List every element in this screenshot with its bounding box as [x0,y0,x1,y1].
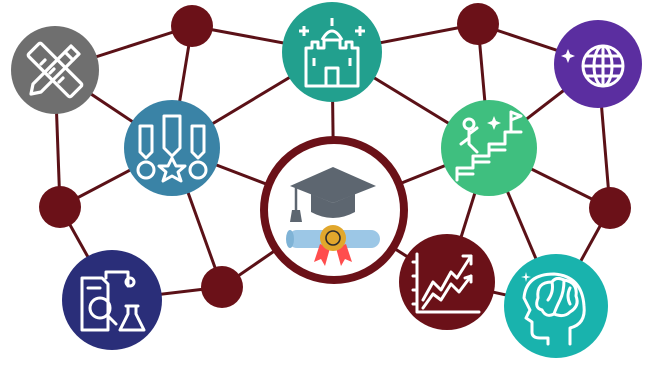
brain-head-node [504,254,608,358]
junction-nodes [39,3,631,308]
research-node [62,250,162,350]
globe-node [554,20,642,108]
junction-dot [201,266,243,308]
stairs-success-icon [455,110,523,182]
junction-dot [589,187,631,229]
growth-chart-icon [411,252,481,314]
research-lab-icon [80,270,146,332]
junction-dot [39,186,81,228]
cap-tassel [290,210,302,222]
castle-node [282,2,382,102]
sparkle-icon [561,49,575,63]
medals-icon [136,114,208,183]
castle-icon [299,18,365,88]
pencil-ruler-node [11,26,99,114]
junction-dot [171,5,213,47]
diploma-scroll-end [286,230,294,248]
junction-dot [457,3,499,45]
pencil-ruler-icon [26,41,84,99]
seal-medallion [320,225,346,251]
icon-nodes [11,2,642,358]
brain-head-icon [521,272,586,346]
medals-node [124,100,220,196]
seal-inner [325,230,341,246]
stairs-node [441,100,537,196]
seal-ribbon-left [314,244,330,266]
mortarboard [290,167,376,203]
globe-icon [581,44,625,88]
seal-ribbon-right [336,244,352,266]
graduation-cap-diploma-icon [286,167,380,266]
growth-chart-node [399,234,495,330]
graduation-center-node [260,136,408,284]
cap-base [311,194,355,218]
